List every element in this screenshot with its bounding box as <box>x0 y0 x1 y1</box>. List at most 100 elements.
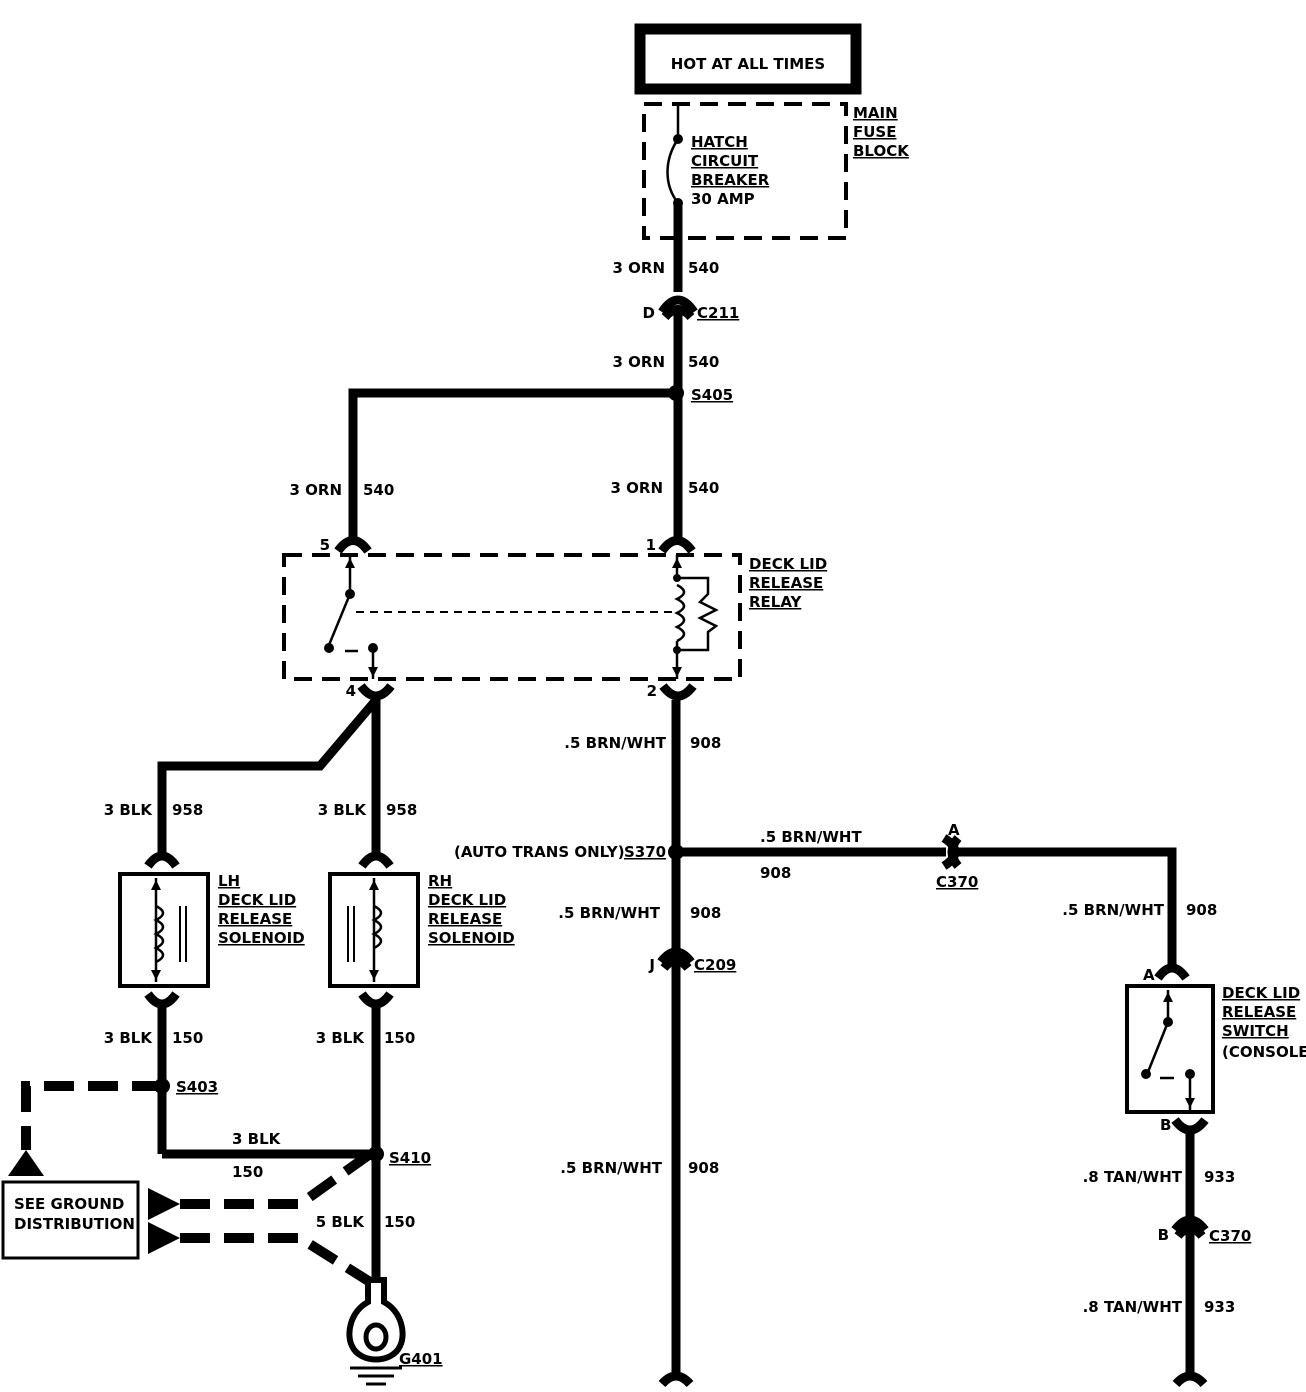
wire-150-h-circuit: 150 <box>232 1163 263 1181</box>
wire-933-a-circuit: 933 <box>1204 1168 1235 1186</box>
relay-pin4-label: 4 <box>346 682 356 700</box>
c370b-label: C370 <box>1209 1227 1251 1245</box>
rh-solenoid-arrow-bottom <box>369 970 379 980</box>
switch-label-1: DECK LID <box>1222 984 1300 1002</box>
relay-pin2-connector <box>659 683 697 701</box>
s403-ground-dashed <box>21 1081 162 1150</box>
switch-pin-a-label: A <box>1143 966 1155 984</box>
fuse-block-label-3: BLOCK <box>853 142 910 160</box>
wire-908-c-gauge: .5 BRN/WHT <box>560 1159 662 1177</box>
c370b-pin: B <box>1158 1226 1169 1244</box>
lh-solenoid-arrow-bottom <box>151 970 161 980</box>
c211-connector-top <box>658 295 698 315</box>
s405-label: S405 <box>691 386 733 404</box>
wire-908-r-circuit: 908 <box>1186 901 1217 919</box>
ground-distribution-dashed-1 <box>180 1149 373 1209</box>
ground-distribution-arrow-1 <box>148 1188 180 1220</box>
c370a-connector-right <box>947 835 962 869</box>
relay-switch-arrow <box>345 558 355 568</box>
lh-solenoid-coil <box>153 904 165 964</box>
wire-150-right-circuit: 150 <box>384 1029 415 1047</box>
wire-150-right-gauge: 3 BLK <box>316 1029 366 1047</box>
ground-distribution-label-1: SEE GROUND <box>14 1195 124 1213</box>
relay-no-arrow <box>368 667 378 677</box>
c211-connector-bottom <box>661 305 695 321</box>
c370b-connector-top <box>1171 1215 1209 1233</box>
rh-solenoid-label-2: DECK LID <box>428 891 506 909</box>
wire-540-top-gauge: 3 ORN <box>612 259 665 277</box>
wire-908-continuation <box>658 1371 694 1388</box>
wire-933-a-gauge: .8 TAN/WHT <box>1083 1168 1183 1186</box>
g401-eyelet <box>346 1277 406 1363</box>
breaker-element <box>666 138 680 204</box>
switch-blade <box>1146 1021 1170 1073</box>
wire-933-b-gauge: .8 TAN/WHT <box>1083 1298 1183 1316</box>
fuse-block-label-2: FUSE <box>853 123 896 141</box>
rh-solenoid-label-4: SOLENOID <box>428 929 515 947</box>
ground-distribution-dashed-2 <box>180 1233 373 1287</box>
rh-solenoid-box <box>328 872 420 988</box>
ground-distribution-arrow-2 <box>148 1222 180 1254</box>
relay-coil-arrow-bottom <box>672 667 682 677</box>
g401-label: G401 <box>399 1350 443 1368</box>
rh-solenoid-label-1: RH <box>428 872 452 890</box>
rh-solenoid-label-3: RELEASE <box>428 910 502 928</box>
g401-eyelet-hole <box>363 1322 389 1352</box>
switch-arrow-bottom <box>1185 1098 1195 1108</box>
relay-label-2: RELEASE <box>749 574 823 592</box>
relay-pin5-label: 5 <box>320 536 330 554</box>
wire-958-left-gauge: 3 BLK <box>104 801 154 819</box>
wire-150-left-gauge: 3 BLK <box>104 1029 154 1047</box>
wire-908-to-switch <box>958 847 1177 972</box>
c370b-connector-bottom <box>1174 1224 1206 1240</box>
wire-958-right-gauge: 3 BLK <box>318 801 368 819</box>
wire-908-b-gauge: .5 BRN/WHT <box>558 904 660 922</box>
relay-pin1-connector <box>658 536 696 554</box>
wire-540-left-gauge: 3 ORN <box>289 481 342 499</box>
s370-label: S370 <box>624 843 666 861</box>
wire-150-ground-gauge: 5 BLK <box>316 1213 366 1231</box>
wire-908-a-circuit: 908 <box>690 734 721 752</box>
wire-150-h-gauge: 3 BLK <box>232 1130 282 1148</box>
lh-solenoid-connector-top <box>144 851 180 869</box>
wire-908-a-gauge: .5 BRN/WHT <box>564 734 666 752</box>
wire-908-h-circuit: 908 <box>760 864 791 882</box>
lh-solenoid-label-2: DECK LID <box>218 891 296 909</box>
switch-box <box>1125 984 1215 1114</box>
wire-150-left-circuit: 150 <box>172 1029 203 1047</box>
wire-958-right-circuit: 958 <box>386 801 417 819</box>
s410-label: S410 <box>389 1149 431 1167</box>
wire-908-b-circuit: 908 <box>690 904 721 922</box>
relay-coil-resistor <box>677 576 719 652</box>
wire-540-left-branch <box>348 388 676 540</box>
relay-label-1: DECK LID <box>749 555 827 573</box>
relay-label-3: RELAY <box>749 593 803 611</box>
switch-label-4: (CONSOLE) <box>1222 1043 1306 1061</box>
fuse-block-label-1: MAIN <box>853 104 898 122</box>
lh-solenoid-arrow-top <box>151 880 161 890</box>
wire-540-mid-gauge: 3 ORN <box>612 353 665 371</box>
breaker-label-4: 30 AMP <box>691 190 755 208</box>
lh-solenoid-label-4: SOLENOID <box>218 929 305 947</box>
relay-pin2-label: 2 <box>647 682 657 700</box>
breaker-label-3: BREAKER <box>691 171 770 189</box>
ground-arrow <box>8 1150 44 1176</box>
c209-connector-top <box>657 947 695 965</box>
c209-pin: J <box>648 956 655 974</box>
lh-solenoid-label-3: RELEASE <box>218 910 292 928</box>
switch-arrow-top <box>1163 992 1173 1002</box>
switch-contact-left <box>1141 1069 1151 1079</box>
wire-540-right-circuit: 540 <box>688 479 719 497</box>
relay-pin1-label: 1 <box>646 536 656 554</box>
rh-solenoid-arrow-top <box>369 880 379 890</box>
wire-933-b-circuit: 933 <box>1204 1298 1235 1316</box>
breaker-label-1: HATCH <box>691 133 748 151</box>
rh-solenoid-connector-top <box>358 851 394 869</box>
ground-distribution-label-2: DISTRIBUTION <box>14 1215 135 1233</box>
c211-label: C211 <box>697 304 739 322</box>
relay-nc-contact <box>324 643 334 653</box>
wire-540-top-circuit: 540 <box>688 259 719 277</box>
power-source-box <box>634 23 862 95</box>
switch-label-3: SWITCH <box>1222 1022 1289 1040</box>
